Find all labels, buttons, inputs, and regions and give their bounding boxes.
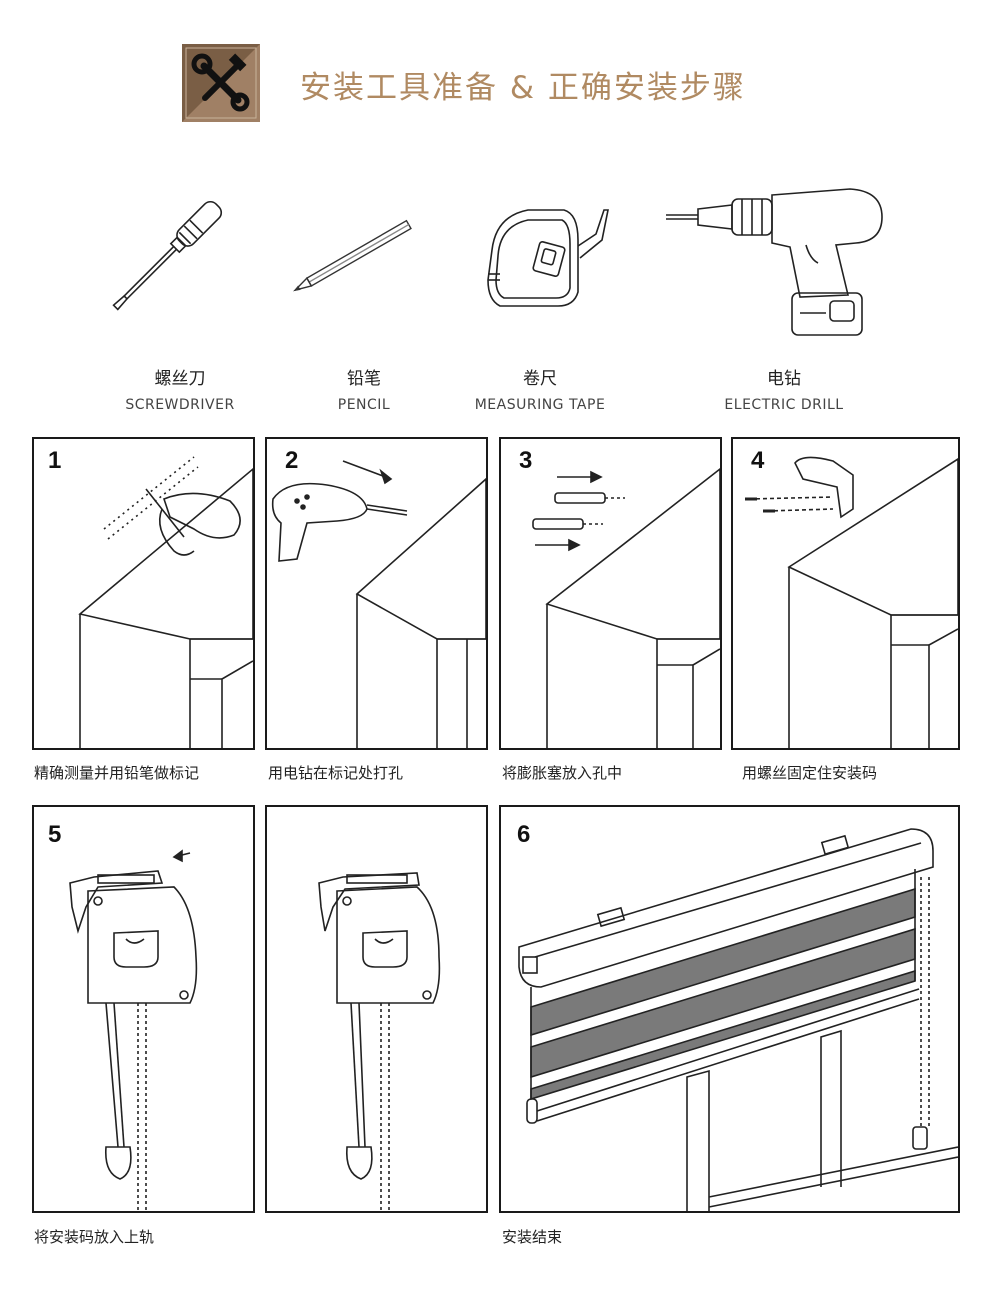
- step-number: 2: [285, 447, 299, 474]
- tool-label-en: PENCIL: [337, 397, 391, 413]
- step-caption: 用电钻在标记处打孔: [268, 764, 404, 782]
- tool-label-cn: 螺丝刀: [154, 369, 206, 389]
- pencil-icon: [282, 210, 432, 300]
- tool-label-en: SCREWDRIVER: [125, 397, 235, 413]
- step-panel-5b: [265, 805, 488, 1213]
- step-number: 4: [751, 447, 765, 474]
- drill-hole-illustration: [271, 460, 486, 748]
- step-caption: 将膨胀塞放入孔中: [502, 764, 623, 782]
- step-caption: 将安装码放入上轨: [34, 1228, 155, 1246]
- page-title: 安装工具准备 & 正确安装步骤: [300, 70, 746, 106]
- tool-label-cn: 铅笔: [347, 369, 381, 389]
- step-number: 5: [48, 821, 62, 848]
- screwdriver-icon: [88, 185, 248, 325]
- tool-label-cn: 电钻: [767, 369, 801, 389]
- step-panel-3: 3: [499, 437, 722, 750]
- tool-label-en: MEASURING TAPE: [474, 397, 606, 413]
- tools-icon: [182, 44, 260, 122]
- finished-blind-illustration: [518, 828, 958, 1211]
- wall-plug-illustration: [532, 467, 720, 748]
- step-number: 1: [48, 447, 62, 474]
- clip-bracket-illustration: [69, 849, 198, 1211]
- electric-drill-icon: [660, 185, 890, 345]
- step-panel-5: 5: [32, 805, 255, 1213]
- step-panel-1: 1: [32, 437, 255, 750]
- measuring-tape-icon: [478, 200, 618, 320]
- tool-label-en: ELECTRIC DRILL: [724, 397, 844, 413]
- step-number: 6: [517, 821, 531, 848]
- step-panel-4: 4: [731, 437, 960, 750]
- bracket-screw-illustration: [745, 456, 958, 748]
- step-panel-6: 6: [499, 805, 960, 1213]
- clip-bracket-attached-illustration: [318, 872, 441, 1211]
- step-panel-2: 2: [265, 437, 488, 750]
- step-caption: 安装结束: [502, 1228, 563, 1246]
- tool-label-cn: 卷尺: [523, 369, 557, 389]
- step-caption: 精确测量并用铅笔做标记: [34, 764, 200, 782]
- measure-mark-illustration: [78, 456, 253, 748]
- step-number: 3: [519, 447, 533, 474]
- step-caption: 用螺丝固定住安装码: [742, 764, 878, 782]
